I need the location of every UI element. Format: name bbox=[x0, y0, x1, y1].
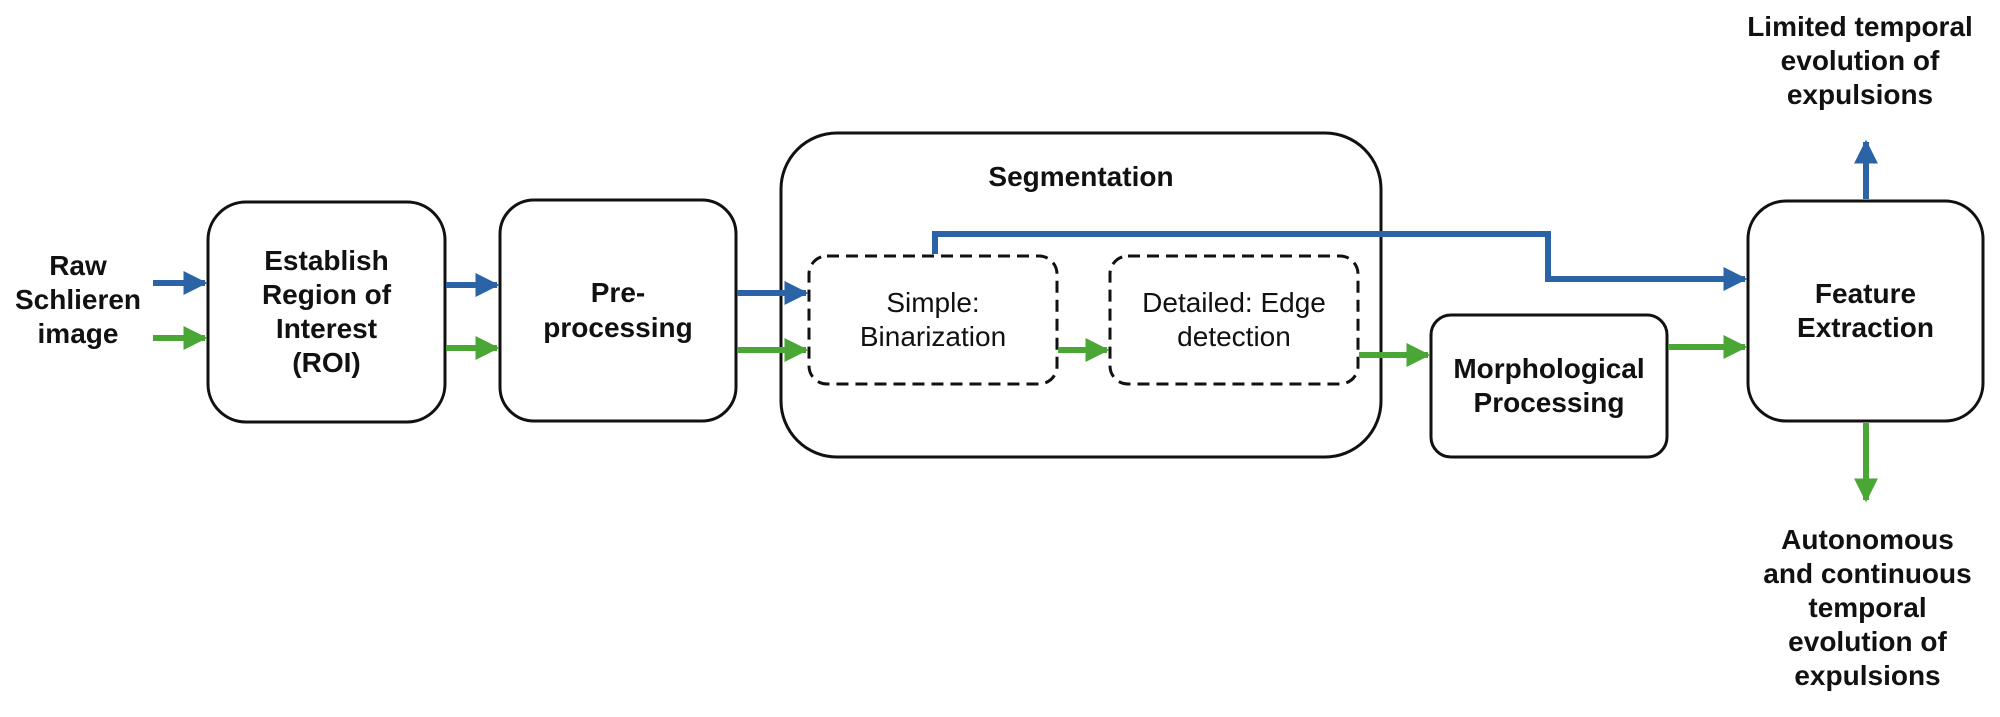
morphological-processing-label: Morphological Processing bbox=[1431, 315, 1667, 457]
simple-label-line: Binarization bbox=[859, 321, 1007, 352]
detailed-label-line: detection bbox=[1177, 321, 1291, 352]
autonomous-label-line: and continuous bbox=[1763, 557, 1972, 589]
blue-arrow-simple-to-feature bbox=[932, 231, 1748, 291]
roi-label-line: (ROI) bbox=[292, 347, 361, 379]
autonomous-label-line: Autonomous bbox=[1781, 523, 1954, 555]
autonomous-label-line: expulsions bbox=[1794, 660, 1941, 692]
simple-binarization-box bbox=[807, 254, 1059, 386]
feature-label-line: Feature bbox=[1814, 277, 1917, 309]
morphological-processing-box bbox=[1429, 313, 1669, 459]
preprocessing-box bbox=[498, 198, 738, 423]
input-label-line: image bbox=[37, 318, 119, 350]
limited-output-label: Limited temporal evolution of expulsions bbox=[1720, 0, 2000, 122]
morphological-label-line: Morphological bbox=[1453, 352, 1645, 384]
input-label-line: Schlieren bbox=[14, 283, 142, 315]
morphological-label-line: Processing bbox=[1473, 387, 1625, 418]
simple-binarization-label: Simple: Binarization bbox=[809, 256, 1057, 384]
input-label: Raw Schlieren image bbox=[14, 236, 142, 364]
limited-label-line: Limited temporal bbox=[1747, 10, 1973, 42]
simple-label-line: Simple: bbox=[886, 286, 980, 318]
roi-label-line: Region of bbox=[261, 278, 392, 310]
input-label-line: Raw bbox=[49, 249, 107, 281]
autonomous-label-line: temporal bbox=[1808, 591, 1927, 623]
segmentation-title: Segmentation bbox=[988, 160, 1174, 192]
roi-label-line: Interest bbox=[275, 313, 378, 344]
roi-label: Establish Region of Interest (ROI) bbox=[208, 202, 445, 422]
preprocessing-label-line: Pre- bbox=[590, 277, 646, 309]
roi-label-line: Establish bbox=[264, 244, 389, 276]
feature-extraction-box bbox=[1746, 199, 1985, 423]
autonomous-label-line: evolution of bbox=[1788, 626, 1947, 658]
autonomous-output-label: Autonomous and continuous temporal evolu… bbox=[1735, 502, 2000, 714]
limited-label-line: evolution of bbox=[1780, 44, 1940, 76]
limited-label-line: expulsions bbox=[1786, 79, 1934, 111]
feature-extraction-label: Feature Extraction bbox=[1748, 201, 1983, 421]
roi-box bbox=[206, 200, 447, 424]
detailed-label-line: Detailed: Edge bbox=[1142, 286, 1326, 318]
feature-label-line: Extraction bbox=[1797, 312, 1934, 343]
preprocessing-label: Pre- processing bbox=[500, 200, 736, 421]
detailed-edge-detection-box bbox=[1108, 254, 1360, 386]
detailed-edge-detection-label: Detailed: Edge detection bbox=[1110, 256, 1358, 384]
preprocessing-label-line: processing bbox=[543, 311, 693, 343]
